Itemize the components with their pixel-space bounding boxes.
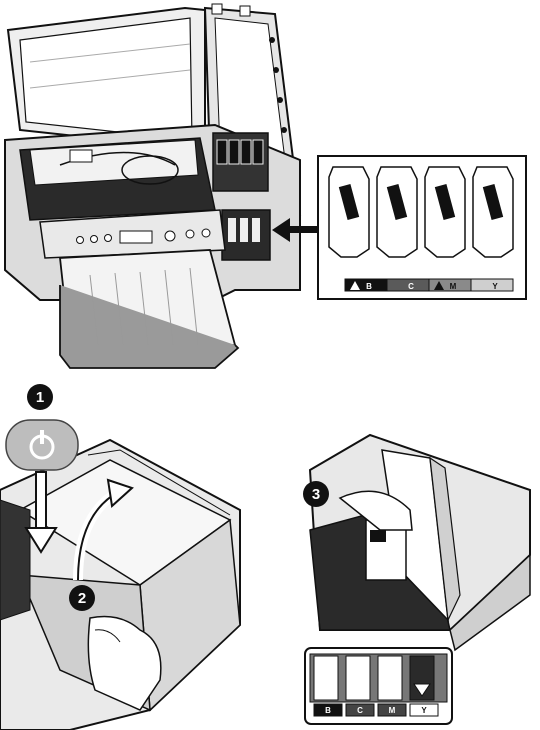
slot-label: M bbox=[389, 706, 396, 715]
color-slot-label: M bbox=[450, 282, 457, 291]
step-2-badge: 2 bbox=[69, 585, 95, 611]
step-1-badge: 1 bbox=[27, 384, 53, 410]
step-3-badge: 3 bbox=[303, 481, 329, 507]
power-icon bbox=[6, 420, 78, 470]
slot-label: Y bbox=[421, 706, 427, 715]
color-slot-label: Y bbox=[492, 282, 498, 291]
slot-label: C bbox=[357, 706, 363, 715]
ink-cartridge-black bbox=[329, 167, 369, 257]
color-slot-magenta: M bbox=[429, 279, 471, 291]
step-1-2-illustration: 1 2 bbox=[0, 380, 300, 730]
step-1-label: 1 bbox=[36, 389, 44, 406]
step-2-label: 2 bbox=[78, 590, 86, 607]
ink-cartridge-yellow bbox=[473, 167, 513, 257]
ink-cartridge-cyan bbox=[377, 167, 417, 257]
step-3-illustration: 3 B C M Y bbox=[300, 380, 540, 730]
ink-cartridge-magenta bbox=[425, 167, 465, 257]
step-3-label: 3 bbox=[312, 486, 320, 503]
color-slot-yellow: Y bbox=[471, 279, 513, 291]
color-slot-label: B bbox=[366, 282, 372, 291]
paper-tray bbox=[60, 250, 238, 368]
color-slot-black: B bbox=[345, 279, 387, 291]
color-slot-label: C bbox=[408, 282, 414, 291]
printer-with-open-door bbox=[310, 435, 530, 650]
slot-label: B bbox=[325, 706, 331, 715]
color-slot-cyan: C bbox=[387, 279, 429, 291]
